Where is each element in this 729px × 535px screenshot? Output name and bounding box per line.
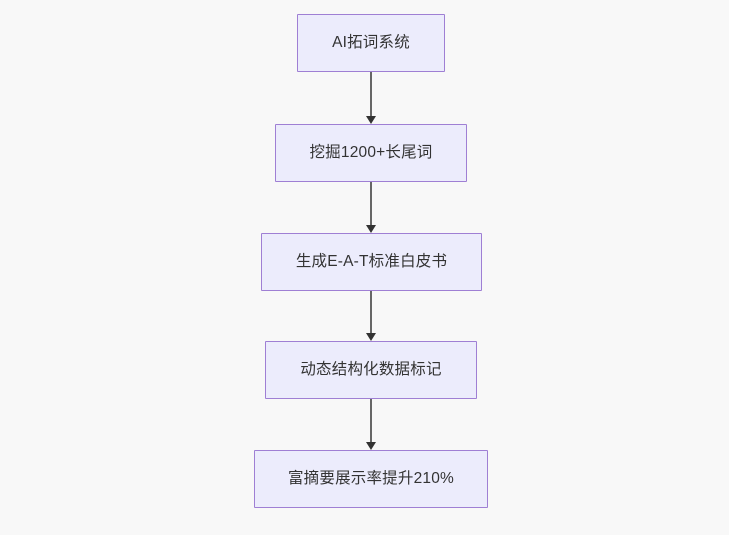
arrowhead-icon bbox=[366, 333, 376, 341]
arrowhead-icon bbox=[366, 116, 376, 124]
connector-line bbox=[370, 291, 372, 333]
connector-line bbox=[370, 182, 372, 225]
node-label: 动态结构化数据标记 bbox=[300, 360, 442, 378]
node-label: 挖掘1200+长尾词 bbox=[309, 143, 433, 161]
flowchart-node-mine-longtail-keywords[interactable]: 挖掘1200+长尾词 bbox=[275, 124, 467, 182]
node-label: 富摘要展示率提升210% bbox=[287, 469, 455, 487]
arrowhead-icon bbox=[366, 442, 376, 450]
node-label: 生成E-A-T标准白皮书 bbox=[295, 252, 448, 270]
flowchart-node-rich-snippet-uplift[interactable]: 富摘要展示率提升210% bbox=[254, 450, 488, 508]
flowchart-node-ai-keyword-system[interactable]: AI拓词系统 bbox=[297, 14, 445, 72]
node-label: AI拓词系统 bbox=[332, 33, 410, 51]
connector-line bbox=[370, 72, 372, 116]
flowchart-node-dynamic-structured-data[interactable]: 动态结构化数据标记 bbox=[265, 341, 477, 399]
flowchart-node-generate-eat-whitepaper[interactable]: 生成E-A-T标准白皮书 bbox=[261, 233, 482, 291]
connector-line bbox=[370, 399, 372, 442]
arrowhead-icon bbox=[366, 225, 376, 233]
